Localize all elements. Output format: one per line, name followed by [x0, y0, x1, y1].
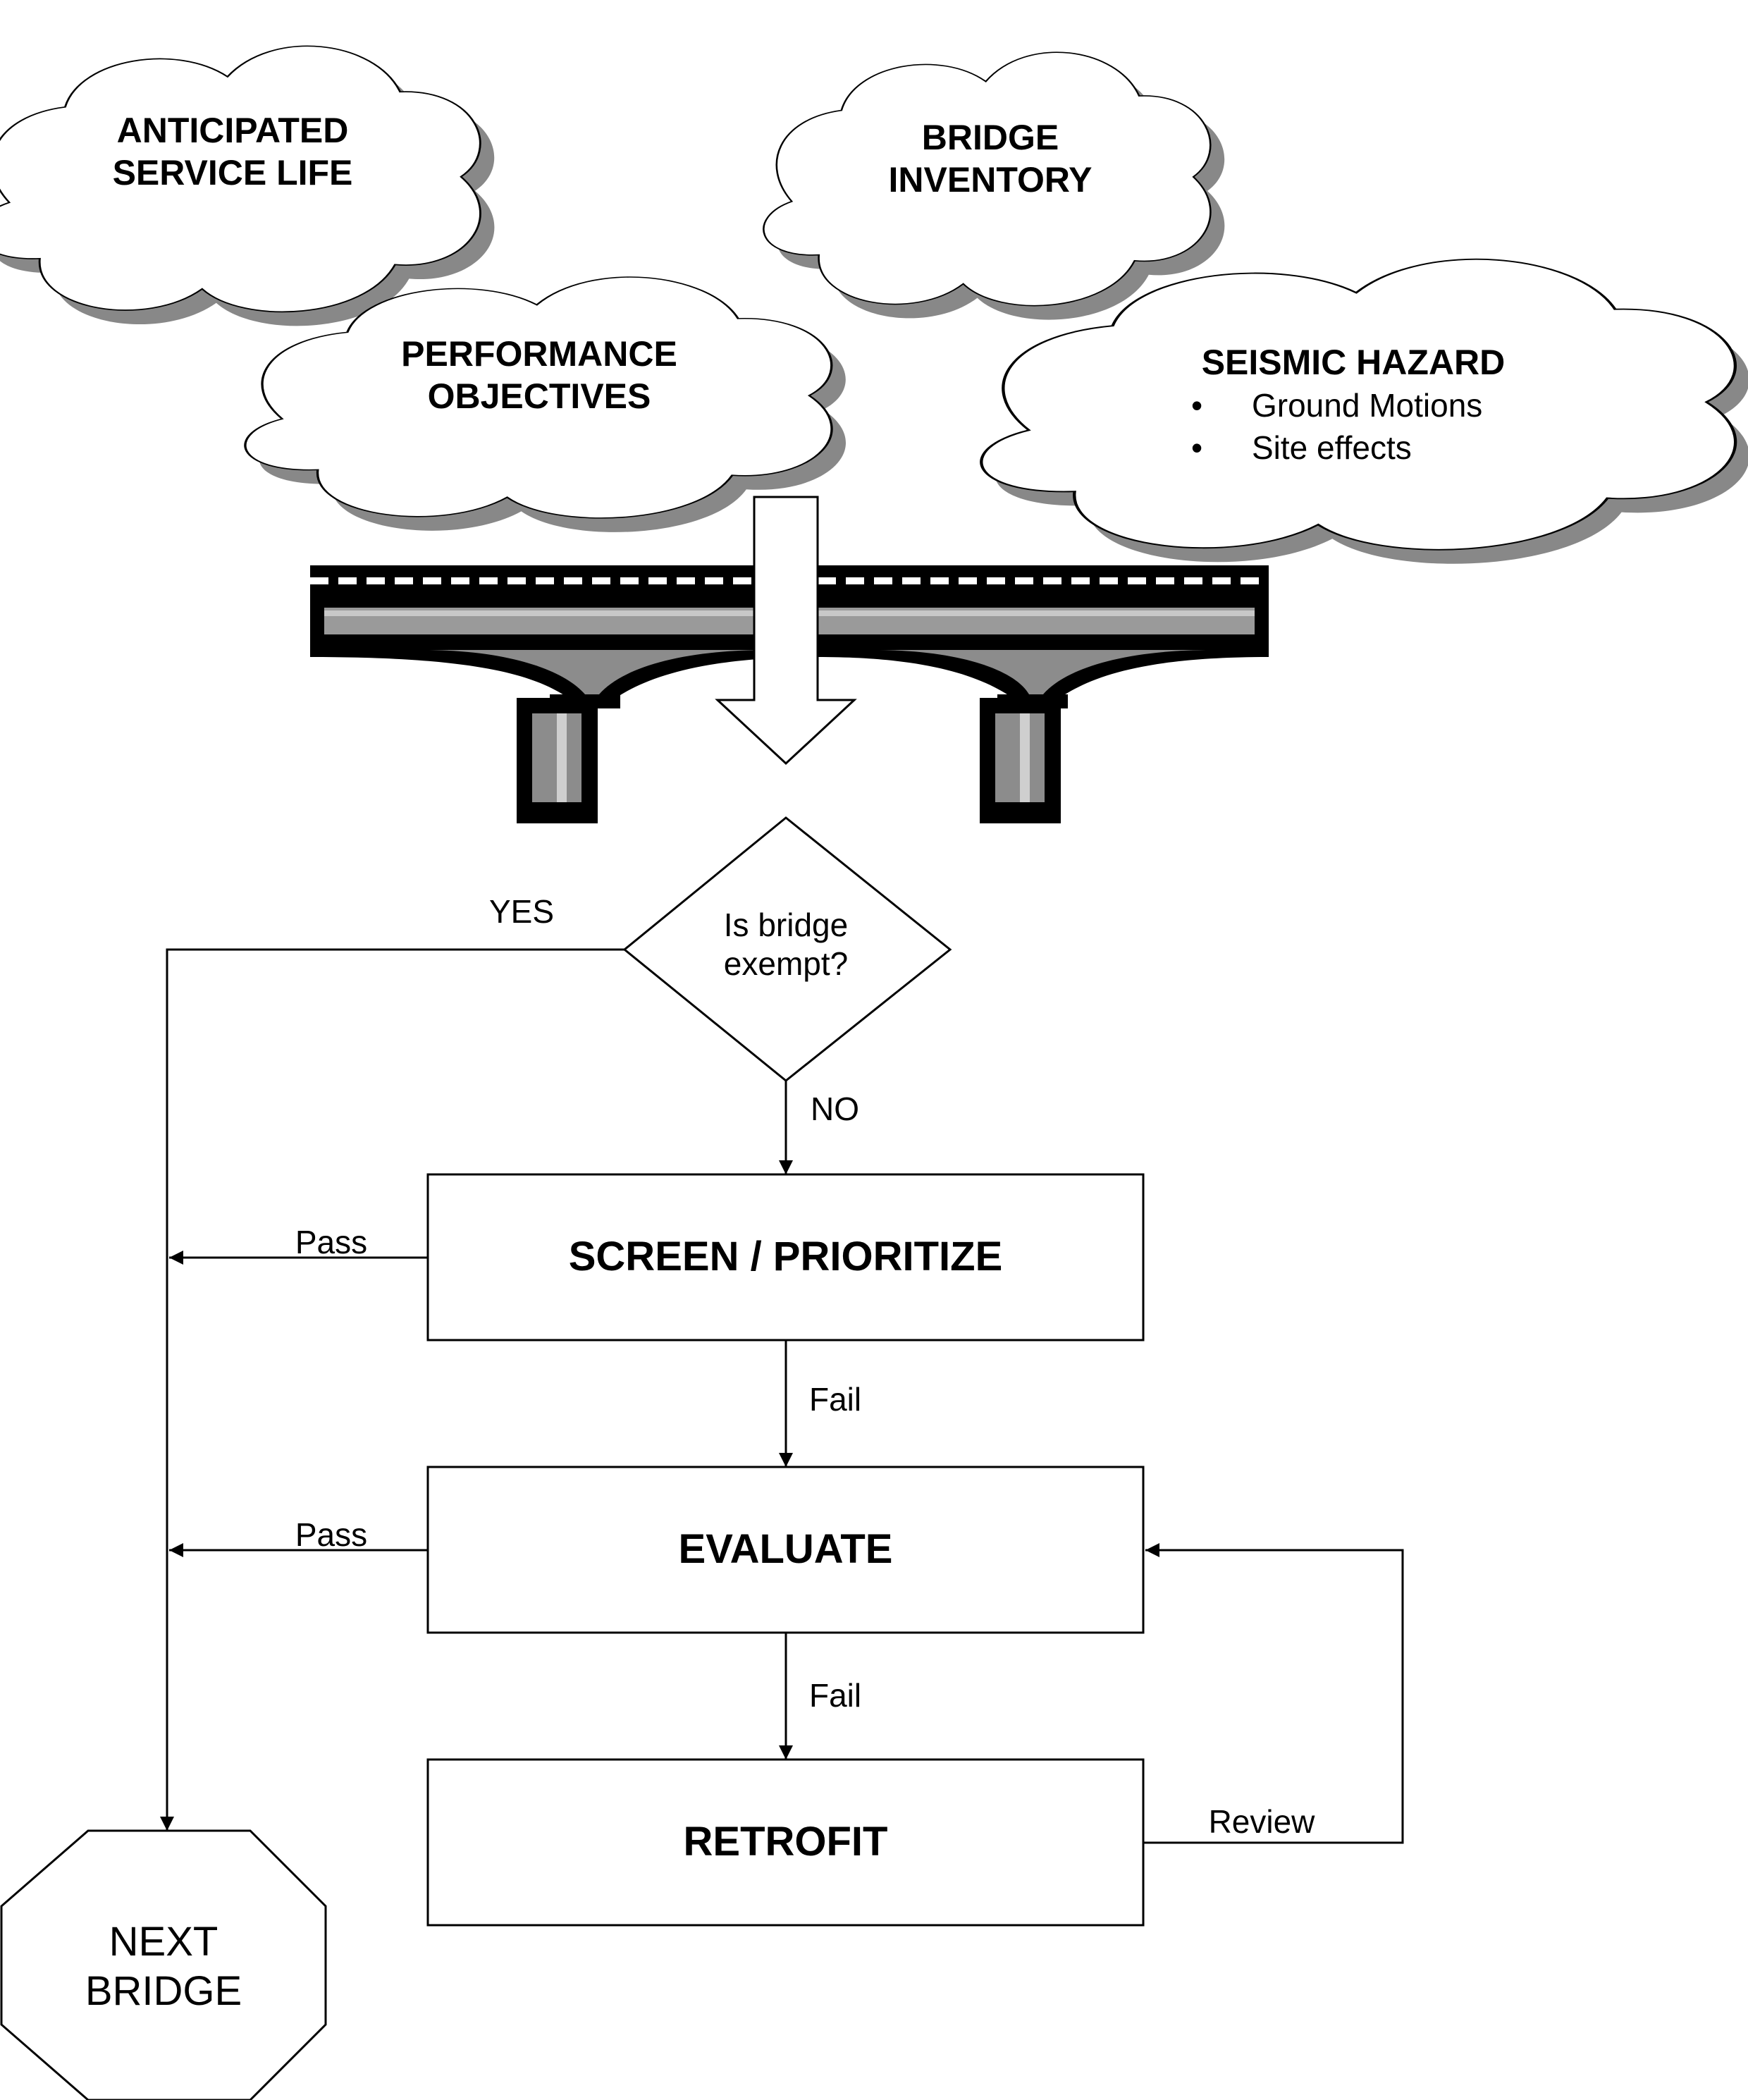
- no-label: NO: [811, 1091, 859, 1127]
- yes-label: YES: [488, 893, 555, 930]
- inventory-line1: BRIDGE: [921, 118, 1059, 157]
- performance-line1: PERFORMANCE: [401, 334, 677, 374]
- cloud-service-life-label: ANTICIPATED SERVICE LIFE: [56, 109, 409, 194]
- retrofit-label: RETROFIT: [683, 1819, 888, 1865]
- seismic-hazard-title: SEISMIC HAZARD: [1201, 343, 1506, 382]
- next-bridge-line2: BRIDGE: [85, 1967, 242, 2014]
- retrofit-box: [426, 1758, 1145, 1927]
- evaluate-fail-label: Fail: [809, 1677, 862, 1714]
- next-bridge-line1: NEXT: [109, 1919, 218, 1965]
- decision-line1: Is bridge: [723, 907, 849, 943]
- seismic-hazard-bullets: Ground Motions Site effects: [1191, 385, 1482, 469]
- cloud-performance-label: PERFORMANCE OBJECTIVES: [363, 333, 715, 417]
- next-bridge-label: NEXT BRIDGE: [1, 1917, 326, 2015]
- service-life-line2: SERVICE LIFE: [112, 153, 353, 192]
- review-label: Review: [1208, 1803, 1315, 1840]
- inventory-line2: INVENTORY: [888, 160, 1092, 199]
- cloud-inventory-label: BRIDGE INVENTORY: [814, 116, 1167, 201]
- block-arrow-down: [715, 496, 857, 766]
- seismic-bullet-site-effects: Site effects: [1191, 427, 1482, 469]
- screen-fail-label: Fail: [809, 1381, 862, 1418]
- connector-lines: [160, 948, 1404, 1844]
- decision-label: Is bridge exempt?: [680, 906, 892, 983]
- evaluate-pass-label: Pass: [295, 1516, 368, 1553]
- yes-line: [160, 948, 624, 1831]
- next-bridge-octagon: [0, 1829, 327, 2100]
- decision-line2: exempt?: [723, 945, 849, 983]
- screen-pass-label: Pass: [295, 1224, 368, 1260]
- seismic-bullet-ground-motions: Ground Motions: [1191, 385, 1482, 427]
- performance-line2: OBJECTIVES: [427, 376, 651, 416]
- evaluate-box: [426, 1466, 1145, 1634]
- service-life-line1: ANTICIPATED: [116, 111, 349, 150]
- evaluate-label: EVALUATE: [678, 1526, 893, 1572]
- review-loop: [1143, 1543, 1404, 1844]
- screen-prioritize-label: SCREEN / PRIORITIZE: [568, 1234, 1003, 1279]
